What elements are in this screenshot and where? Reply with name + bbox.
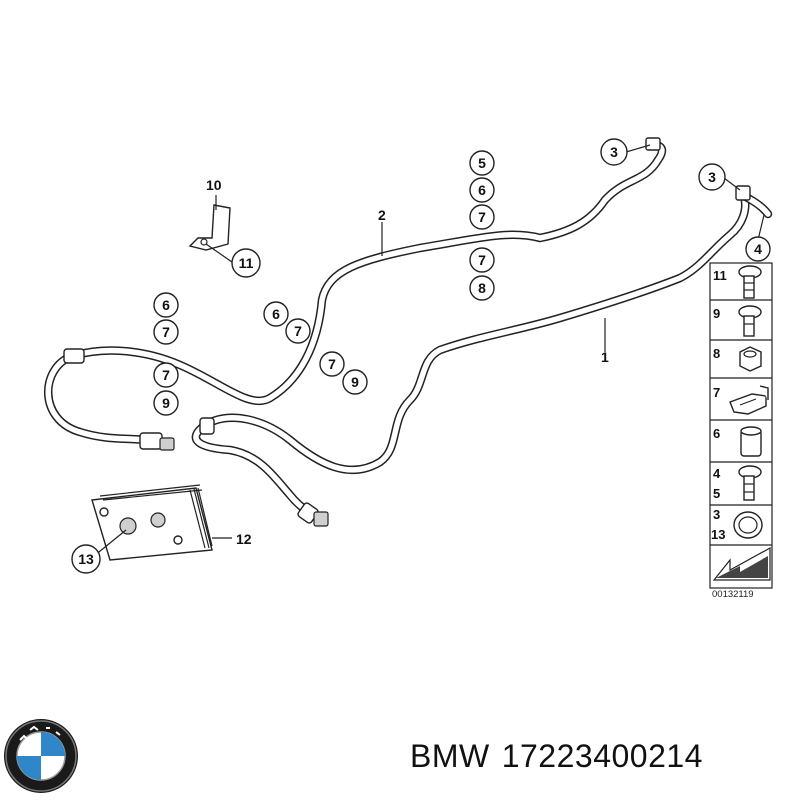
bmw-logo xyxy=(4,719,78,793)
hose-fittings xyxy=(63,137,751,527)
legend-5: 5 xyxy=(713,486,720,501)
callout-13: 13 xyxy=(71,544,101,574)
legend-9: 9 xyxy=(713,306,720,321)
svg-text:7: 7 xyxy=(162,367,170,383)
svg-text:7: 7 xyxy=(328,356,336,372)
leader-3-b xyxy=(723,177,741,191)
callouts: 5 6 7 7 8 3 3 4 11 6 7 6 7 7 9 7 9 13 xyxy=(71,138,771,574)
svg-text:6: 6 xyxy=(272,306,280,322)
svg-text:5: 5 xyxy=(478,155,486,171)
svg-text:3: 3 xyxy=(708,169,716,185)
callout-4: 4 xyxy=(745,236,771,262)
svg-text:13: 13 xyxy=(78,551,94,567)
hardware-legend: 11 9 8 7 6 4 5 3 13 xyxy=(709,262,773,600)
fitting-left-upper xyxy=(63,348,85,364)
callout-5-top: 5 xyxy=(469,150,495,176)
oil-line-2 xyxy=(44,140,667,445)
callout-6-left: 6 xyxy=(153,292,179,318)
svg-text:7: 7 xyxy=(478,252,486,268)
callout-9-lower: 9 xyxy=(342,369,368,395)
oil-cooler xyxy=(91,484,232,561)
label-1: 1 xyxy=(601,349,609,365)
callout-7-lower: 7 xyxy=(319,351,345,377)
label-2: 2 xyxy=(378,207,386,223)
diagram-reference: 00132119 xyxy=(712,589,754,600)
svg-text:6: 6 xyxy=(478,182,486,198)
svg-text:9: 9 xyxy=(162,395,170,411)
legend-4: 4 xyxy=(713,466,721,481)
legend-13: 13 xyxy=(711,527,725,542)
part-caption: BMW 17223400214 xyxy=(410,738,715,775)
svg-text:7: 7 xyxy=(478,209,486,225)
label-12: 12 xyxy=(236,531,252,547)
callout-9-left: 9 xyxy=(153,390,179,416)
direction-arrow-icon xyxy=(712,546,771,581)
callout-7-mid: 7 xyxy=(469,247,495,273)
legend-3: 3 xyxy=(713,507,720,522)
bracket xyxy=(188,195,233,263)
leader-4 xyxy=(757,214,765,241)
short-bolt-icon xyxy=(738,305,762,337)
callout-7-center: 7 xyxy=(285,318,311,344)
screw-icon xyxy=(738,465,762,501)
callout-3-b: 3 xyxy=(698,163,726,191)
banjo-left xyxy=(159,437,175,451)
legend-7: 7 xyxy=(713,385,720,400)
svg-text:4: 4 xyxy=(754,241,762,257)
label-10: 10 xyxy=(206,177,222,193)
legend-8: 8 xyxy=(713,346,720,361)
callout-7-left: 7 xyxy=(153,319,179,345)
fitting-top-2 xyxy=(645,137,661,151)
svg-text:3: 3 xyxy=(610,144,618,160)
fitting-center xyxy=(199,417,215,435)
svg-text:7: 7 xyxy=(294,323,302,339)
bolt-icon xyxy=(738,265,762,299)
legend-11: 11 xyxy=(713,268,727,283)
fitting-left-lower xyxy=(139,432,163,450)
callout-8: 8 xyxy=(469,275,495,301)
nut-icon xyxy=(739,346,762,372)
brand-name: BMW xyxy=(410,738,490,774)
callout-3-a: 3 xyxy=(600,138,628,166)
svg-text:8: 8 xyxy=(478,280,486,296)
clip-icon xyxy=(729,385,769,415)
sleeve-icon xyxy=(740,426,762,457)
callout-11-bracket: 11 xyxy=(231,248,261,278)
callout-7-left-b: 7 xyxy=(153,362,179,388)
callout-7-top: 7 xyxy=(469,204,495,230)
legend-6: 6 xyxy=(713,426,720,441)
oil-line-1 xyxy=(191,191,773,519)
banjo-cooler xyxy=(313,511,329,527)
callout-6-top: 6 xyxy=(469,177,495,203)
svg-text:6: 6 xyxy=(162,297,170,313)
part-number: 17223400214 xyxy=(501,738,703,774)
svg-text:11: 11 xyxy=(239,255,254,271)
callout-6-center: 6 xyxy=(263,301,289,327)
leader-3-a xyxy=(625,144,651,153)
svg-text:9: 9 xyxy=(351,374,359,390)
svg-text:7: 7 xyxy=(162,324,170,340)
sealing-ring-icon xyxy=(733,511,763,539)
